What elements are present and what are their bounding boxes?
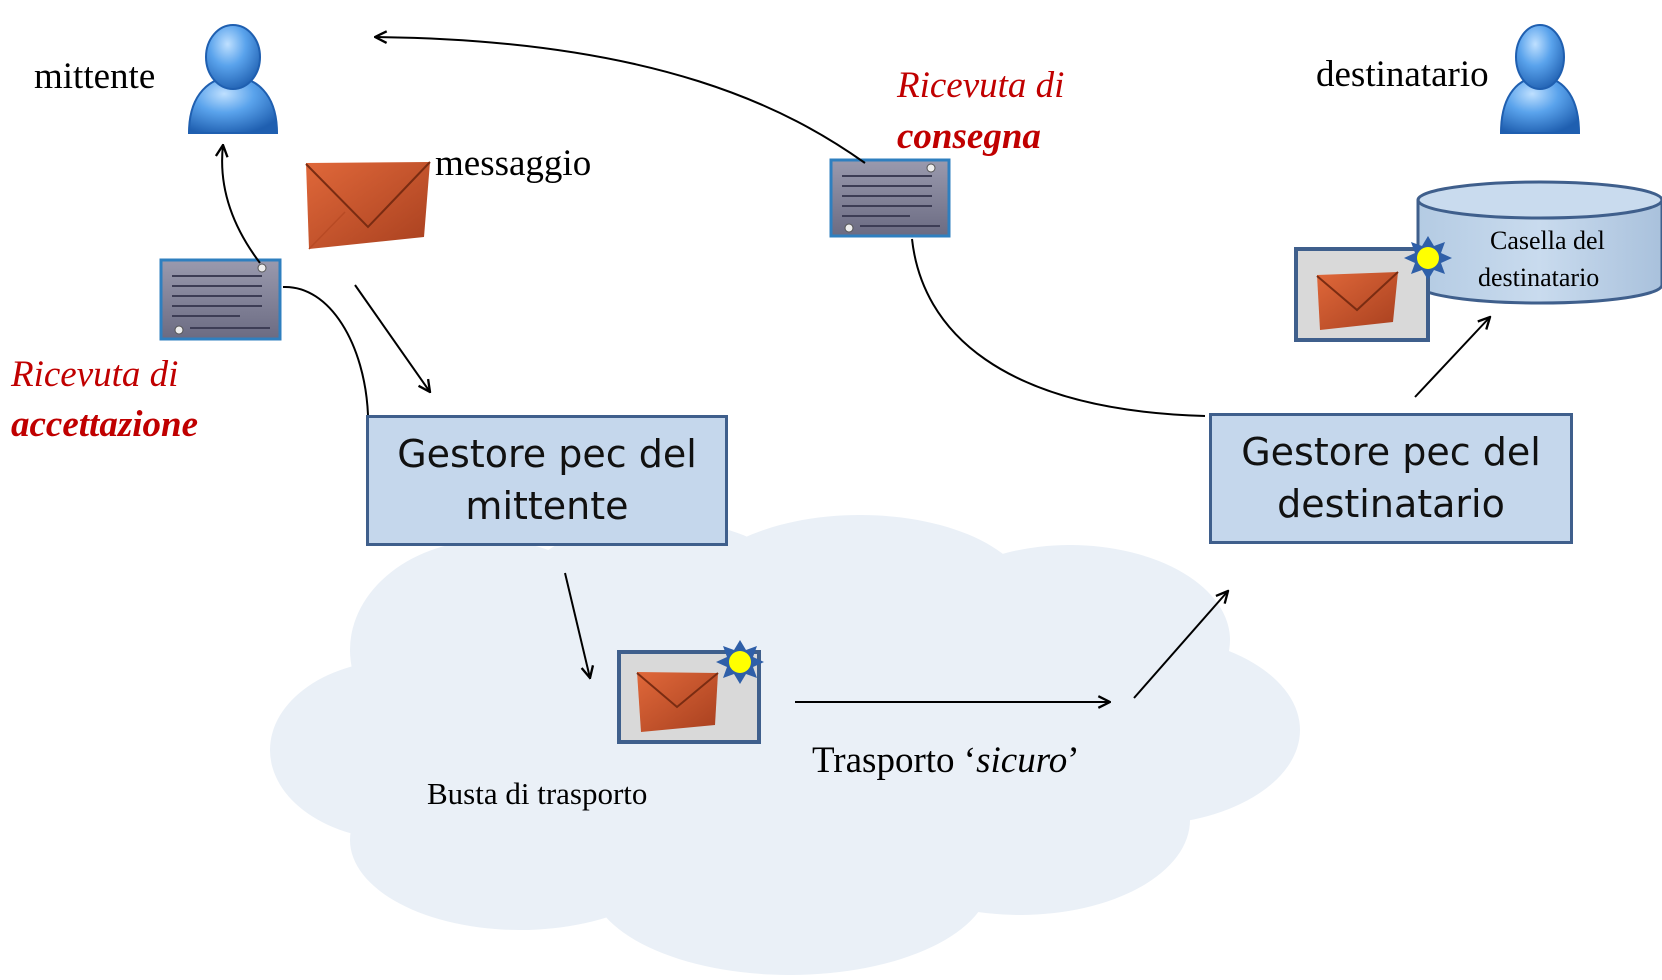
user-icon bbox=[187, 24, 279, 134]
message-arrow bbox=[354, 284, 430, 392]
delivery-receipt-title: Ricevuta di bbox=[897, 65, 1065, 106]
sender-provider-connector bbox=[282, 285, 369, 416]
mailbox-label-line2: destinatario bbox=[1478, 263, 1600, 292]
delivery-receipt-arrow bbox=[375, 37, 866, 164]
document-icon bbox=[829, 158, 951, 238]
envelope-icon bbox=[305, 161, 431, 250]
user-icon bbox=[1499, 24, 1581, 134]
delivery-receipt-connector bbox=[911, 238, 1206, 417]
transport-label-suffix: ’ bbox=[1067, 740, 1080, 781]
transport-envelope-label: Busta di trasporto bbox=[427, 776, 648, 811]
recipient-provider-line2: destinatario bbox=[1277, 481, 1505, 526]
flow-connectors bbox=[222, 37, 1490, 702]
transport-label-prefix: Trasporto ‘ bbox=[812, 740, 977, 781]
database-icon bbox=[1416, 180, 1662, 305]
acceptance-receipt-title: Ricevuta di bbox=[11, 354, 179, 395]
recipient-provider-box: Gestore pec del destinatario bbox=[1209, 413, 1573, 544]
recipient-label: destinatario bbox=[1316, 54, 1489, 95]
message-label: messaggio bbox=[435, 143, 592, 184]
sender-label: mittente bbox=[34, 56, 156, 97]
acceptance-receipt-arrow bbox=[222, 145, 261, 264]
delivery-receipt-emphasis: consegna bbox=[897, 116, 1041, 157]
acceptance-receipt-emphasis: accettazione bbox=[11, 404, 199, 445]
transport-label: Trasporto ‘sicuro’ bbox=[812, 742, 1080, 779]
network-cloud bbox=[270, 515, 1300, 975]
document-icon bbox=[159, 258, 282, 341]
sealed-envelope-icon bbox=[617, 640, 764, 744]
sender-provider-box: Gestore pec del mittente bbox=[366, 415, 728, 546]
sender-provider-line2: mittente bbox=[465, 483, 629, 528]
envelope-arrow bbox=[564, 572, 590, 678]
sealed-envelope-icon bbox=[1294, 236, 1452, 342]
transport-label-emphasis: sicuro bbox=[976, 740, 1068, 781]
sender-provider-line1: Gestore pec del bbox=[397, 432, 697, 477]
recipient-provider-line1: Gestore pec del bbox=[1241, 430, 1541, 475]
mailbox-arrow bbox=[1414, 317, 1490, 398]
mailbox-label-line1: Casella del bbox=[1490, 226, 1605, 255]
recipient-provider-arrow bbox=[1133, 591, 1228, 699]
